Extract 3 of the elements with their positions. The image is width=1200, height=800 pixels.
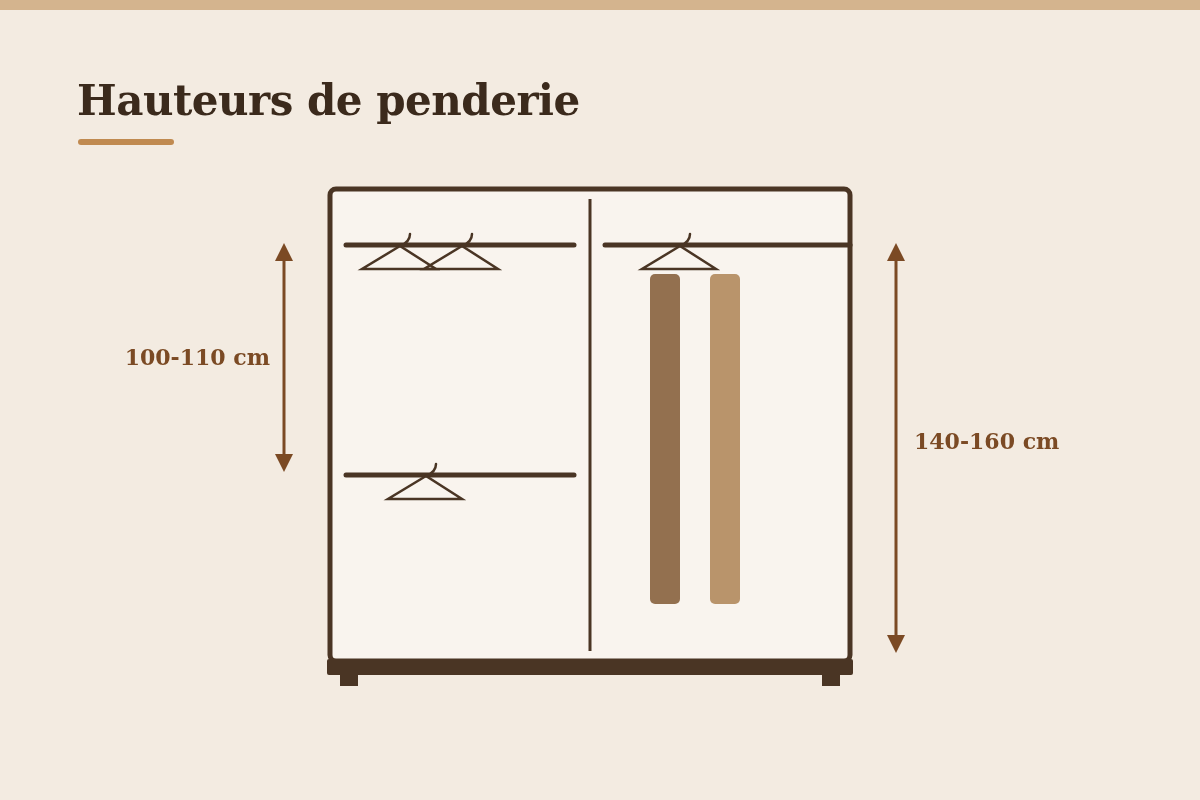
- dimension-label: 100-110 cm: [124, 343, 270, 371]
- page-title: Hauteurs de penderie: [77, 76, 580, 126]
- dimension-label: 140-160 cm: [914, 427, 1060, 455]
